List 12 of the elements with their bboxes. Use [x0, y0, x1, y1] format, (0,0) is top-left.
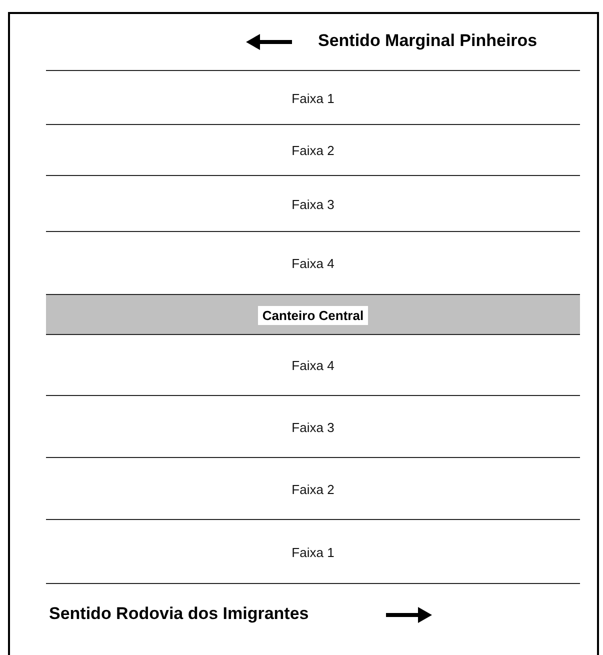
lane-label: Faixa 3 — [292, 420, 334, 434]
median-band — [46, 295, 580, 335]
lane-label: Faixa 3 — [292, 196, 334, 212]
lane-label: Faixa 2 — [292, 143, 334, 158]
lane-label: Faixa 1 — [292, 90, 334, 106]
lane-label: Faixa 4 — [292, 256, 334, 271]
direction-label: Sentido Rodovia dos Imigrantes — [49, 604, 309, 624]
lane-label: Faixa 4 — [292, 358, 334, 373]
lane-label: Faixa 1 — [292, 544, 334, 560]
lane-label: Faixa 2 — [292, 482, 334, 496]
direction-label: Sentido Marginal Pinheiros — [318, 31, 538, 51]
median-label: Canteiro Central — [258, 306, 368, 324]
